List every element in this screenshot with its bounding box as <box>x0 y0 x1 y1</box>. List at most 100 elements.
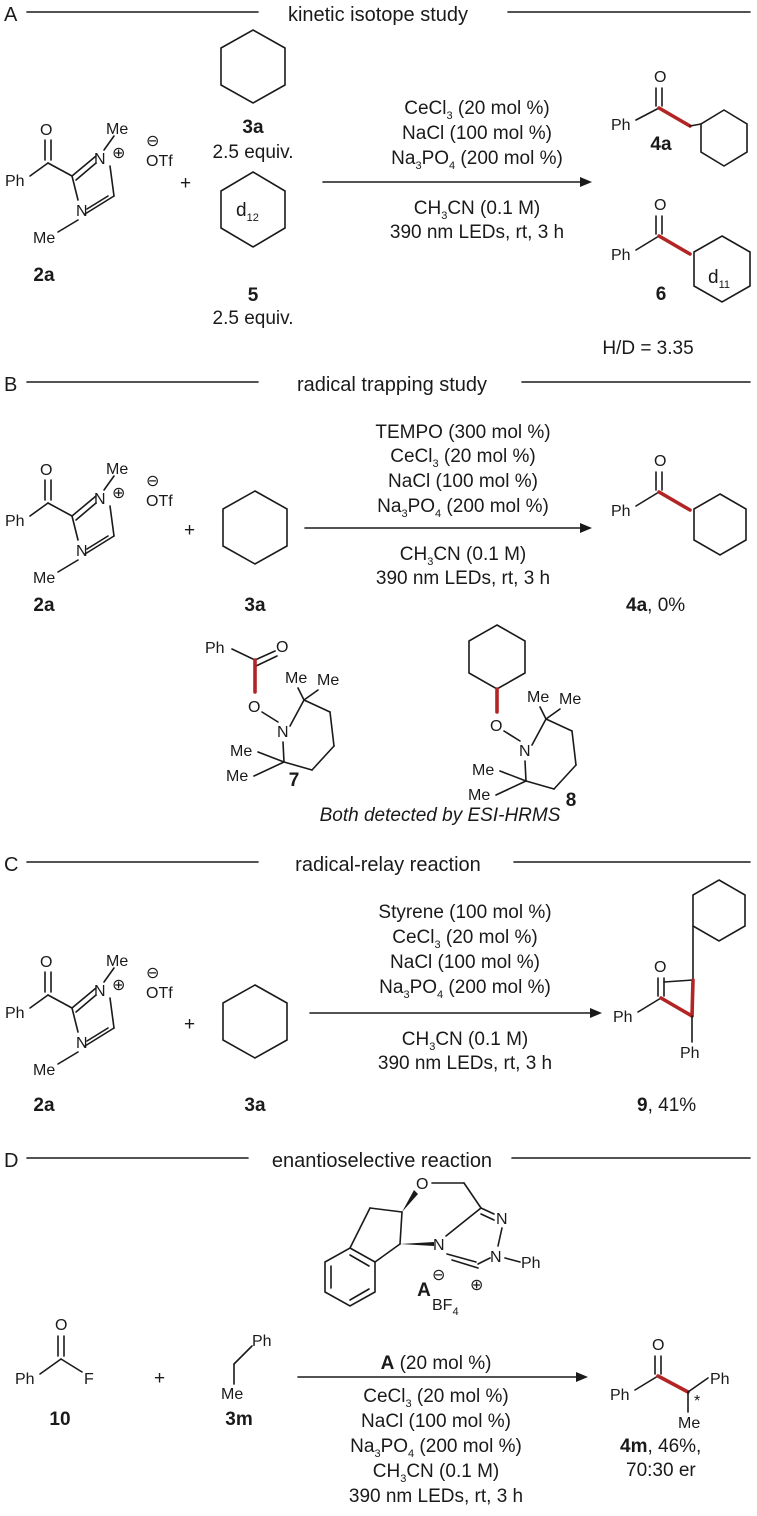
counterion-bf4: BF4 <box>432 1297 459 1318</box>
reagent-3m-structure: Ph Me <box>221 1333 272 1403</box>
kie-value: H/D = 3.35 <box>602 338 693 359</box>
atom-me: Me <box>221 1386 243 1403</box>
section-letter-b: B <box>4 374 17 396</box>
charge-minus: ⊖ <box>146 965 159 982</box>
compound-label-2a: 2a <box>33 595 55 616</box>
plus-sign: + <box>154 1368 165 1389</box>
counterion-otf: OTf <box>146 153 173 170</box>
atom-o: O <box>55 1317 67 1334</box>
yield-value: , 0% <box>647 595 685 616</box>
condition-line: Na3PO4 (200 mol %) <box>391 148 563 172</box>
atom-me: Me <box>678 1415 700 1432</box>
arrow-head <box>590 1008 602 1018</box>
condition-line: CeCl3 (20 mol %) <box>363 1386 509 1410</box>
atom-me: Me <box>106 121 128 138</box>
catalyst-label-a: A <box>417 1280 431 1301</box>
atom-ph: Ph <box>710 1371 730 1388</box>
atom-n: N <box>76 203 88 220</box>
atom-o: O <box>416 1176 428 1193</box>
atom-me: Me <box>106 461 128 478</box>
atom-o: O <box>652 1337 664 1354</box>
compound-label-10: 10 <box>49 1409 70 1430</box>
product-9-result: 9, 41% <box>637 1095 696 1116</box>
charge-minus: ⊖ <box>146 133 159 150</box>
section-title-a: kinetic isotope study <box>288 4 468 26</box>
tempo-adduct-7-structure: Ph O O N Me Me Me Me <box>205 639 339 785</box>
catalyst-a-structure: O N N N Ph ⊕ ⊖ BF4 <box>324 1176 541 1318</box>
product-4a-result: 4a, 0% <box>626 595 685 616</box>
compound-label-3a: 3a <box>242 117 264 138</box>
substrate-10-structure: O Ph F <box>15 1317 94 1388</box>
atom-me: Me <box>527 689 549 706</box>
product-6-structure: O Ph d11 <box>611 197 751 303</box>
atom-o: O <box>654 453 666 470</box>
condition-line: 390 nm LEDs, rt, 3 h <box>378 1053 552 1074</box>
d12-label: d12 <box>236 200 259 224</box>
section-a: A kinetic isotope study O Ph N ⊕ Me N Me… <box>4 4 751 359</box>
atom-o: O <box>654 197 666 214</box>
compound-label-9: 9 <box>637 1095 648 1116</box>
condition-line: 390 nm LEDs, rt, 3 h <box>390 222 564 243</box>
charge-plus: ⊕ <box>112 485 125 502</box>
condition-line: NaCl (100 mol %) <box>388 471 538 492</box>
d11-label: d11 <box>708 267 730 291</box>
condition-line: Na3PO4 (200 mol %) <box>350 1436 522 1460</box>
condition-line: CeCl3 (20 mol %) <box>392 927 538 951</box>
product-9-structure: O Ph Ph <box>613 879 746 1062</box>
atom-me: Me <box>317 672 339 689</box>
condition-line: CH3CN (0.1 M) <box>373 1461 499 1485</box>
section-title-b: radical trapping study <box>297 374 487 396</box>
atom-ph: Ph <box>610 1387 630 1404</box>
atom-n: N <box>277 724 289 741</box>
substrate-2a-structure: O Ph N ⊕ Me N Me ⊖ OTf <box>5 953 173 1079</box>
atom-me: Me <box>285 670 307 687</box>
condition-line: Na3PO4 (200 mol %) <box>377 496 549 520</box>
detection-note: Both detected by ESI-HRMS <box>320 805 561 826</box>
atom-me: Me <box>226 768 248 785</box>
compound-label-3a: 3a <box>244 595 266 616</box>
yield-value: , 41% <box>648 1095 697 1116</box>
condition-line: NaCl (100 mol %) <box>402 123 552 144</box>
arrow-head <box>576 1372 588 1382</box>
atom-n: N <box>76 543 88 560</box>
atom-n: N <box>76 1035 88 1052</box>
condition-line: 390 nm LEDs, rt, 3 h <box>349 1486 523 1507</box>
section-b: B radical trapping study O Ph N ⊕ Me N M… <box>4 374 751 826</box>
substrate-2a-structure: O Ph N ⊕ Me N Me ⊖ OTf <box>5 461 173 587</box>
section-d: D enantioselective reaction O Ph F 10 + … <box>4 1150 751 1507</box>
section-letter-a: A <box>4 4 18 26</box>
cyclohexane-3a <box>222 490 288 565</box>
atom-o: O <box>490 718 502 735</box>
atom-me: Me <box>468 787 490 804</box>
atom-n: N <box>490 1249 502 1266</box>
atom-me: Me <box>230 743 252 760</box>
substrate-2a-structure: O Ph N ⊕ Me N Me ⊖ OTf <box>5 121 173 247</box>
compound-label-6: 6 <box>656 284 667 305</box>
atom-o: O <box>40 122 52 139</box>
product-4a-structure: O Ph <box>611 69 748 167</box>
product-4m-result: 4m, 46%, <box>620 1436 701 1457</box>
condition-line: CH3CN (0.1 M) <box>400 544 526 568</box>
plus-sign: + <box>184 520 195 541</box>
compound-label-5: 5 <box>248 285 259 306</box>
compound-label-7: 7 <box>289 770 300 791</box>
cyclohexane-3a <box>222 984 288 1059</box>
section-c: C radical-relay reaction O Ph N ⊕ Me N M… <box>4 854 751 1116</box>
section-letter-c: C <box>4 854 18 876</box>
atom-ph: Ph <box>613 1009 633 1026</box>
atom-me: Me <box>472 762 494 779</box>
atom-ph: Ph <box>611 117 631 134</box>
atom-n: N <box>519 743 531 760</box>
compound-label-4a: 4a <box>650 134 672 155</box>
compound-label-2a: 2a <box>33 265 55 286</box>
arrow-head <box>580 177 592 187</box>
condition-line: TEMPO (300 mol %) <box>375 422 550 443</box>
atom-o: O <box>248 699 260 716</box>
section-letter-d: D <box>4 1150 18 1172</box>
compound-label-4m: 4m <box>620 1436 647 1457</box>
compound-label-2a: 2a <box>33 1095 55 1116</box>
condition-line: A (20 mol %) <box>381 1353 492 1374</box>
atom-n: N <box>94 151 106 168</box>
plus-sign: + <box>184 1014 195 1035</box>
